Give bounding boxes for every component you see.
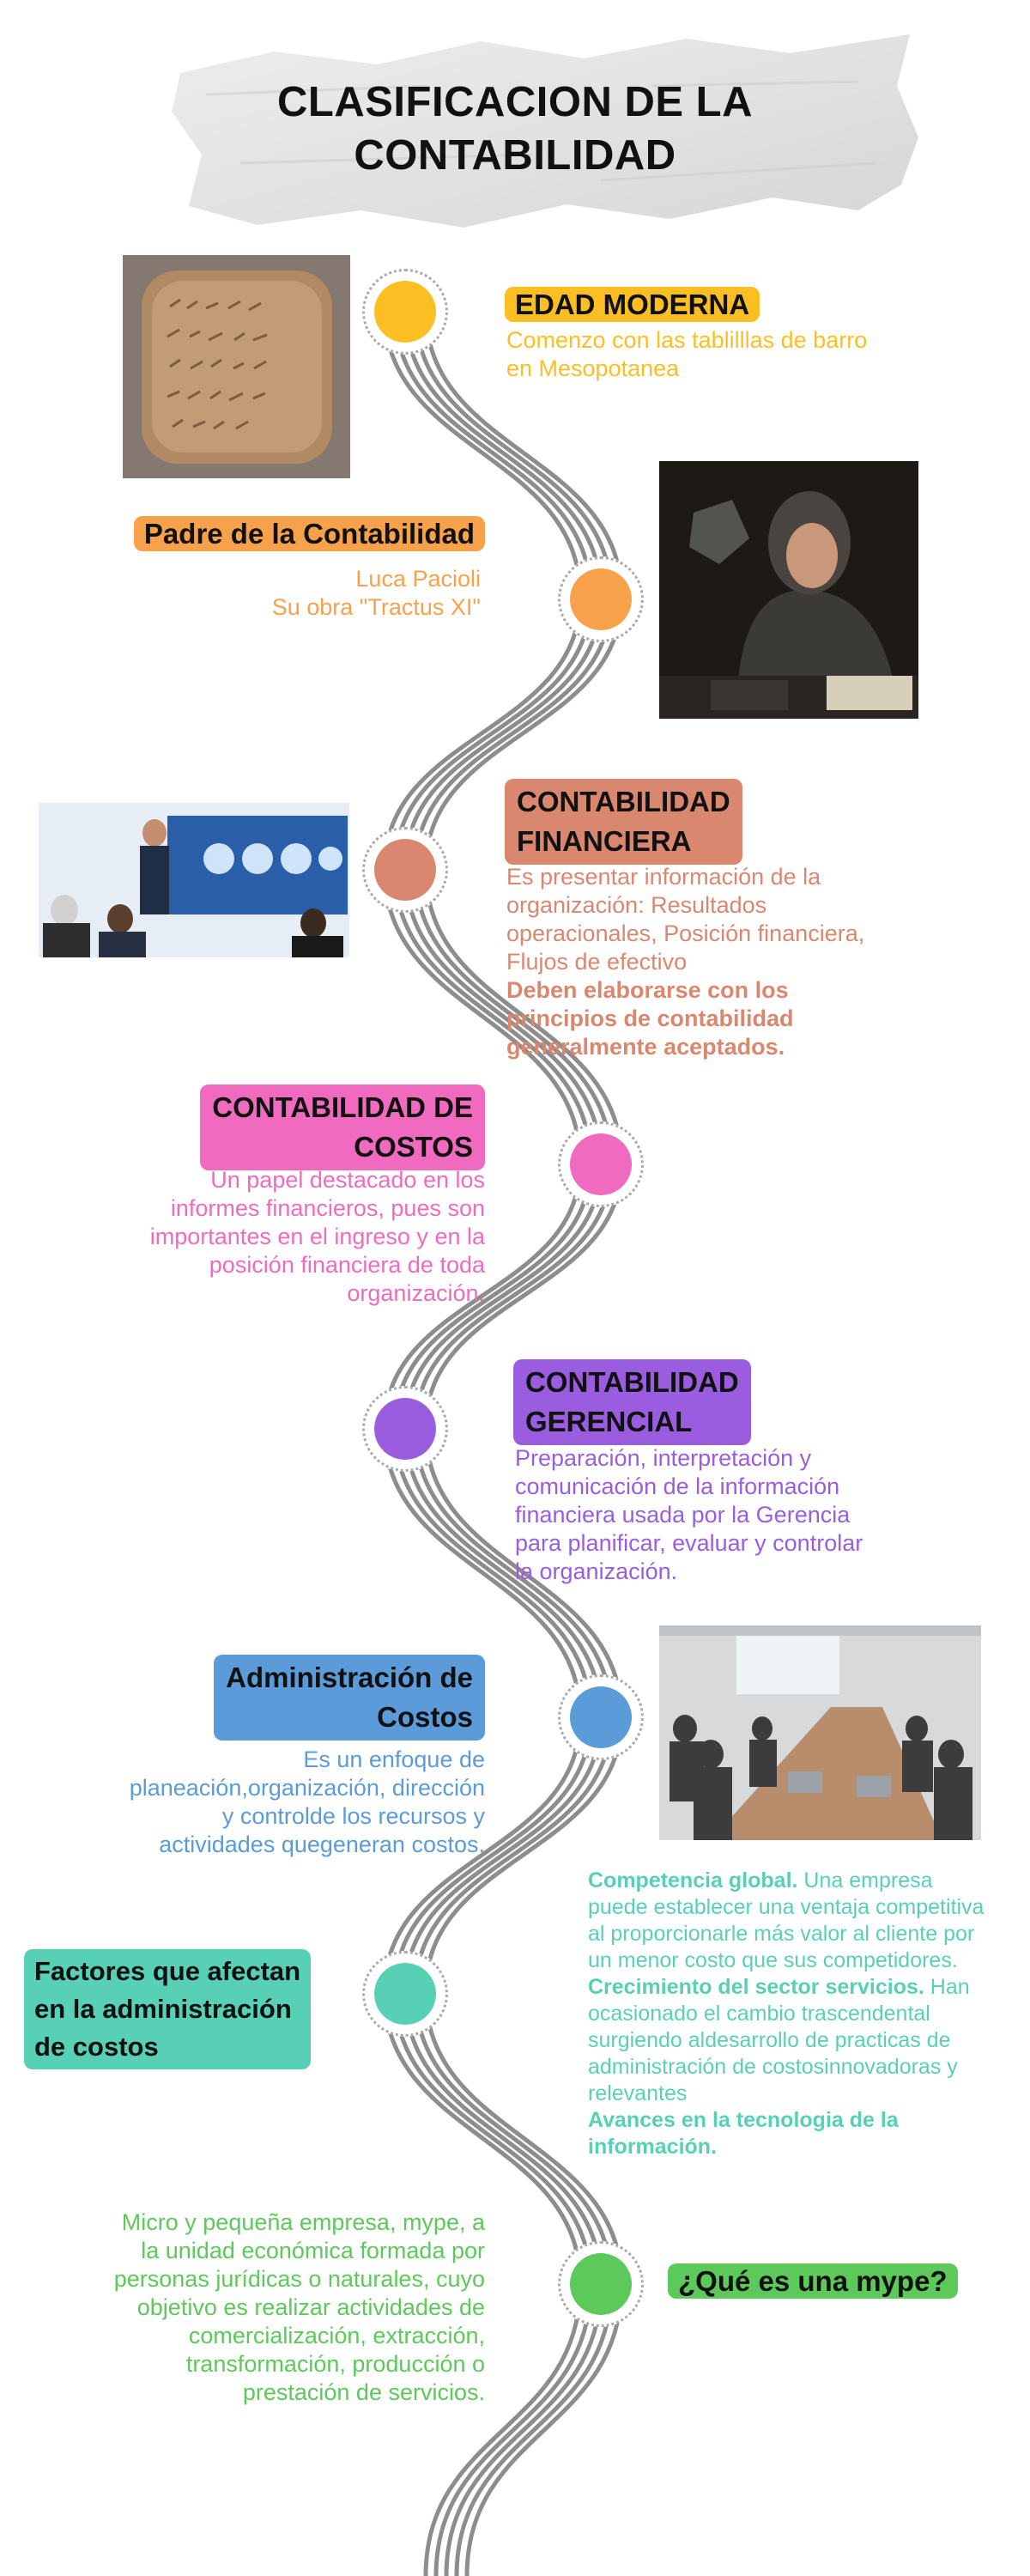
timeline-dot-purple — [362, 1386, 448, 1472]
timeline-dot-terracotta — [362, 827, 448, 913]
mype-text: Micro y pequeña empresa, mype, a la unid… — [113, 2209, 485, 2405]
contabilidad-costos-heading: CONTABILIDAD DE COSTOS — [86, 1084, 485, 1170]
paper-tape-decoration — [172, 34, 918, 228]
mype-heading: ¿Qué es una mype? — [668, 2263, 958, 2300]
title-line-1: CLASIFICACION DE LA — [277, 79, 753, 125]
contabilidad-gerencial-heading: CONTABILIDAD GERENCIAL — [513, 1359, 751, 1445]
padre-contabilidad-text: Luca Pacioli Su obra "Tractus XI" — [271, 566, 481, 620]
factores-text: Competencia global. Una empresa puede es… — [588, 1868, 985, 2159]
contabilidad-financiera-text: Es presentar información de la organizac… — [506, 864, 865, 1060]
timeline-dot-teal — [362, 1951, 448, 2037]
edad-moderna-text: Comenzo con las tablilllas de barro en M… — [506, 327, 868, 381]
timeline-dot-green — [558, 2241, 644, 2327]
administracion-costos-heading: Administración de Costos — [86, 1655, 485, 1741]
luca-pacioli-portrait — [659, 461, 918, 719]
padre-contabilidad-heading: Padre de la Contabilidad — [86, 515, 485, 553]
timeline-dot-blue — [558, 1674, 644, 1760]
edad-moderna-heading: EDAD MODERNA — [505, 286, 760, 324]
administracion-costos-text: Es un enfoque de planeación,organización… — [129, 1747, 485, 1857]
factores-heading: Factores que afectan en la administració… — [24, 1949, 312, 2069]
contabilidad-financiera-heading: CONTABILIDAD FINANCIERA — [505, 779, 742, 865]
contabilidad-costos-text: Un papel destacado en los informes finan… — [149, 1167, 485, 1306]
business-presentation-image — [39, 803, 349, 957]
timeline-dot-pink — [558, 1121, 644, 1207]
page-title: CLASIFICACION DE LA CONTABILIDAD — [189, 76, 841, 182]
title-line-2: CONTABILIDAD — [354, 132, 676, 179]
contabilidad-gerencial-text: Preparación, interpretación y comunicaci… — [515, 1445, 863, 1584]
timeline-dot-orange — [558, 556, 644, 642]
clay-tablet-image — [123, 255, 350, 478]
timeline-dot-yellow — [362, 269, 448, 355]
meeting-room-image — [659, 1625, 981, 1840]
